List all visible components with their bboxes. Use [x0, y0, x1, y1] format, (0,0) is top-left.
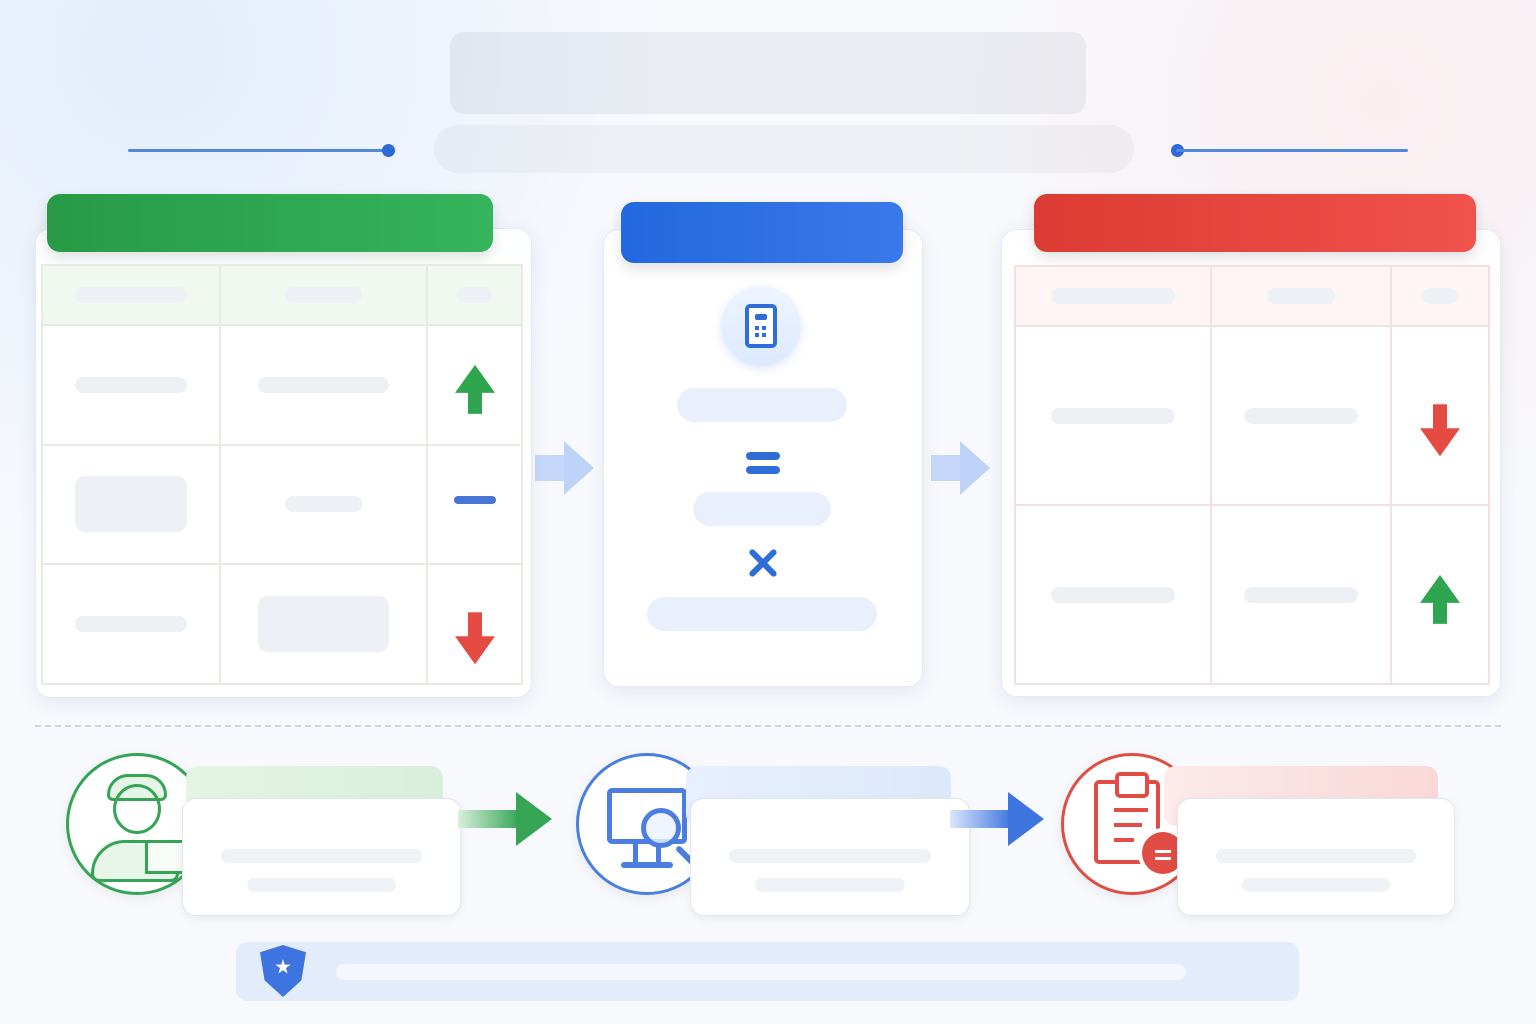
cell-text-placeholder: [257, 596, 390, 653]
multiply-icon: [748, 548, 778, 578]
left-table-cell: [426, 443, 523, 566]
header-text-placeholder: [1421, 288, 1459, 304]
formula-line: [677, 388, 847, 422]
subtitle-right-line: [1176, 149, 1408, 152]
header: [120, 20, 1416, 173]
left-table-row: [41, 443, 523, 566]
shield-icon: [260, 945, 306, 997]
header-text-placeholder: [1267, 288, 1335, 304]
left-table-cell: [219, 324, 428, 446]
right-arrow-icon: [931, 441, 990, 495]
right-table-cell: [1014, 325, 1212, 506]
left-table-row: [41, 324, 523, 446]
right-table-cell: [1390, 325, 1490, 506]
header-text-placeholder: [456, 287, 493, 303]
formula-line: [693, 492, 831, 526]
left-table-row: [41, 563, 523, 685]
left-table-cell: [41, 443, 221, 566]
up-arrow-icon: [1420, 574, 1460, 624]
blue-arrow-icon: [950, 792, 1046, 846]
package-icon: [145, 840, 187, 874]
goal-text-placeholder: [336, 964, 1186, 980]
left-table-header-cell: [41, 264, 221, 326]
right-table-header-cell: [1014, 265, 1212, 327]
subtitle-left-dot: [382, 144, 395, 157]
operator-text-placeholder: [247, 878, 396, 892]
operator-card: [182, 798, 461, 916]
subtitle-left-line: [128, 149, 383, 152]
system-text-placeholder: [729, 849, 931, 863]
header-text-placeholder: [284, 287, 363, 303]
left-table-header-cell: [219, 264, 428, 326]
cell-text-placeholder: [284, 496, 363, 513]
cell-text-placeholder: [1050, 407, 1176, 424]
left-rule-table: [41, 264, 523, 685]
operator-text-placeholder: [221, 849, 422, 863]
clipboard-lines-icon: [1114, 808, 1148, 846]
left-table-cell: [219, 443, 428, 566]
section-divider: [35, 725, 1501, 727]
right-table-row: [1014, 325, 1490, 506]
cell-text-placeholder: [1244, 586, 1358, 603]
page-title-area: [450, 32, 1086, 114]
right-table-header-row: [1014, 265, 1490, 327]
left-table-header-cell: [426, 264, 523, 326]
right-table-cell: [1014, 504, 1212, 685]
equal-sign-icon: [746, 466, 780, 474]
left-table-cell: [41, 563, 221, 685]
right-table-header-cell: [1390, 265, 1490, 327]
worker-head-icon: [113, 784, 161, 834]
formula-banner: [621, 202, 903, 263]
right-table-row: [1014, 504, 1490, 685]
right-table-header-cell: [1210, 265, 1392, 327]
right-table-cell: [1210, 325, 1392, 506]
right-rule-table: [1014, 265, 1490, 685]
cell-text-placeholder: [1244, 407, 1358, 424]
header-text-placeholder: [1050, 288, 1176, 304]
header-text-placeholder: [74, 287, 188, 303]
calculator-keys: [755, 326, 769, 340]
monitor-base-icon: [621, 862, 673, 868]
green-arrow-icon: [458, 792, 554, 846]
system-card: [690, 798, 970, 916]
calculator-screen: [755, 314, 767, 320]
left-table-cell: [426, 563, 523, 685]
subtitle-area: [434, 125, 1134, 173]
settlement-card: [1177, 798, 1455, 916]
left-table-cell: [219, 563, 428, 685]
cell-text-placeholder: [74, 476, 188, 533]
down-arrow-icon: [1420, 403, 1460, 456]
goal-banner: [236, 942, 1299, 1001]
cell-text-placeholder: [74, 616, 188, 633]
monitor-stand-icon: [633, 844, 661, 864]
equal-sign-icon: [746, 452, 780, 460]
right-arrow-icon: [535, 441, 594, 495]
dash-icon: [453, 495, 496, 504]
right-table-cell: [1210, 504, 1392, 685]
calculator-icon: [721, 286, 801, 366]
right-section-banner: [1034, 194, 1476, 252]
left-table-cell: [41, 324, 221, 446]
cell-text-placeholder: [74, 376, 188, 393]
system-text-placeholder: [755, 878, 905, 892]
left-section-banner: [47, 194, 493, 252]
magnifier-icon: [641, 808, 681, 848]
down-arrow-icon: [454, 612, 495, 665]
cell-text-placeholder: [1050, 586, 1176, 603]
star-icon: [275, 959, 291, 974]
formula-block: [642, 382, 882, 642]
left-table-header-row: [41, 264, 523, 326]
right-table-cell: [1390, 504, 1490, 685]
cell-text-placeholder: [257, 376, 390, 393]
left-table-cell: [426, 324, 523, 446]
up-arrow-icon: [454, 364, 495, 414]
settlement-text-placeholder: [1242, 878, 1390, 892]
settlement-text-placeholder: [1216, 849, 1416, 863]
formula-line: [647, 597, 877, 631]
calculator-body: [745, 304, 777, 348]
